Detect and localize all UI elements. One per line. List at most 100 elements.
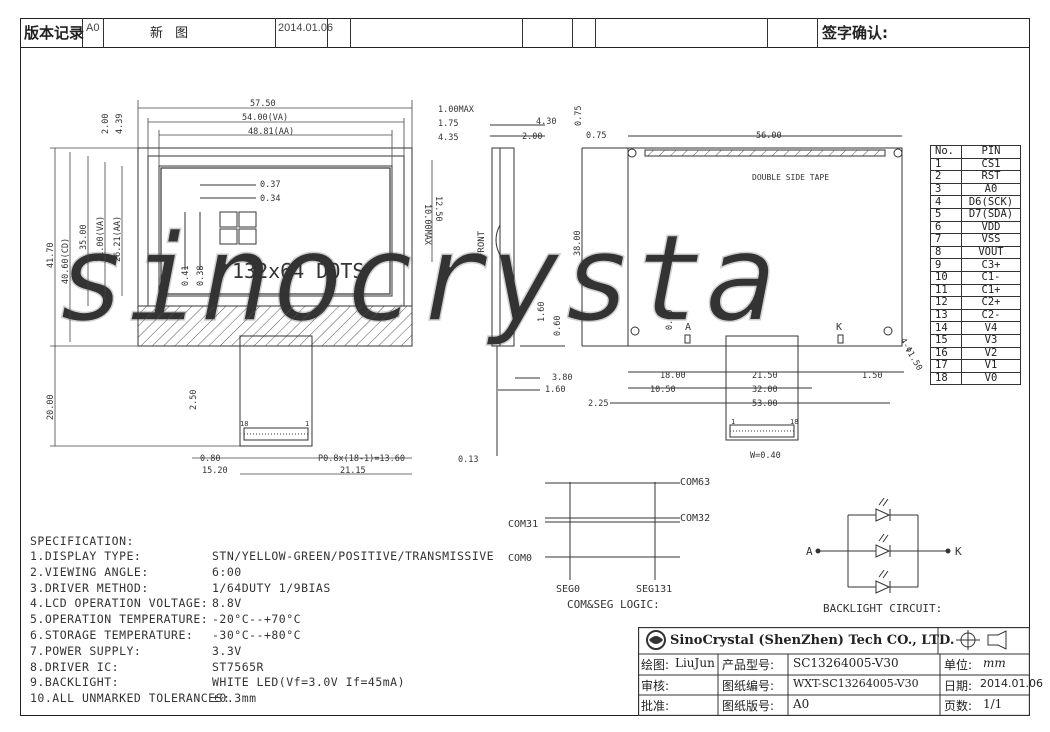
back-dim-0-75b: 0.75 — [586, 131, 606, 141]
back-dim-21-50: 21.50 — [752, 371, 778, 381]
pin-name: C1+ — [961, 283, 1021, 298]
side-dim-0-13: 0.13 — [458, 455, 478, 465]
pin-name: V0 — [961, 371, 1021, 386]
spec-value: -20°C--+70°C — [212, 612, 302, 627]
spec-label: 7.POWER SUPPLY: — [30, 643, 142, 658]
side-front-label: FRONT — [477, 230, 487, 258]
back-fpc-pin-1: 1 — [731, 418, 735, 426]
spec-value: ±0.3mm — [212, 691, 257, 706]
spec-label: 1.DISPLAY TYPE: — [30, 549, 142, 563]
marker-anode: A — [685, 322, 691, 333]
spec-label: 3.DRIVER METHOD: — [30, 580, 149, 595]
dim-57-50: 57.50 — [250, 99, 276, 109]
dim-0-34: 0.34 — [260, 194, 280, 204]
spec-value: 6:00 — [212, 564, 242, 579]
pin-name: C2+ — [961, 296, 1021, 310]
marker-cathode: K — [836, 322, 842, 333]
spec-value: WHITE LED(Vf=3.0V If=45mA) — [212, 675, 406, 690]
pin-number: 1 — [930, 157, 962, 172]
pin-number: 17 — [930, 359, 962, 373]
back-dim-56: 56.00 — [756, 131, 782, 141]
spec-value: ST7565R — [212, 659, 264, 674]
pin-name-header: PIN — [961, 145, 1021, 159]
dim-1-max: 1.00MAX — [438, 105, 475, 115]
back-dim-0-75a: 0.75 — [574, 106, 584, 126]
label-com32: COM32 — [680, 513, 710, 524]
double-side-tape-label: DOUBLE SIDE TAPE — [752, 173, 829, 182]
drawing-frame — [20, 18, 1030, 716]
spec-label: 10.ALL UNMARKED TOLERANCES: — [30, 691, 231, 706]
revision-header — [20, 18, 1030, 48]
spec-label: 5.OPERATION TEMPERATURE: — [30, 612, 209, 627]
revision-description: 新 图 — [150, 26, 193, 41]
dim-21-15: 21.15 — [340, 466, 366, 476]
back-dim-32: 32.00 — [752, 385, 778, 395]
label-com31: COM31 — [508, 519, 538, 530]
backlight-anode: A — [806, 545, 813, 558]
dim-pitch: P0.8x(18-1)=13.60 — [318, 454, 405, 464]
pin-number: 5 — [930, 207, 962, 222]
revision-label: 版本记录 — [24, 24, 85, 42]
pin-table-header: No. PIN — [930, 145, 1021, 159]
pin-number: 7 — [930, 233, 962, 247]
label-com0: COM0 — [508, 553, 532, 564]
backlight-title: BACKLIGHT CIRCUIT: — [823, 602, 942, 615]
pin-name: V1 — [961, 359, 1021, 373]
spec-label: 4.LCD OPERATION VOLTAGE: — [30, 596, 209, 611]
unit-label: 单位: — [944, 658, 973, 672]
drawing-no-value: WXT-SC13264005-V30 — [793, 677, 919, 690]
pin-no-header: No. — [930, 145, 962, 159]
drawn-by-label: 绘图: — [641, 658, 670, 672]
label-com63: COM63 — [680, 477, 710, 488]
pin-number: 16 — [930, 346, 962, 361]
model-value: SC13264005-V30 — [793, 656, 899, 670]
model-label: 产品型号: — [722, 658, 775, 672]
pin-number: 18 — [930, 371, 962, 386]
pin-number: 15 — [930, 333, 962, 348]
label-seg0: SEG0 — [556, 584, 580, 595]
backlight-cathode: K — [955, 545, 962, 558]
unit-value: mm — [983, 656, 1006, 670]
back-hole-dim: 4-Φ1.50 — [897, 337, 924, 373]
side-dim-2-00: 2.00 — [522, 132, 542, 142]
dim-0-41: 0.41 — [181, 266, 191, 286]
dim-0-80: 0.80 — [200, 454, 220, 464]
pages-value: 1/1 — [983, 697, 1003, 711]
pin-number: 2 — [930, 170, 962, 184]
back-dim-1-50: 1.50 — [862, 371, 882, 381]
spec-value: STN/YELLOW-GREEN/POSITIVE/TRANSMISSIVE — [212, 549, 495, 563]
backlight-circuit — [815, 497, 951, 594]
dim-15-20: 15.20 — [202, 466, 228, 476]
pin-number: 6 — [930, 220, 962, 235]
drawn-by-value: LiuJun — [675, 656, 715, 670]
side-dim-3-80: 3.80 — [552, 373, 572, 383]
dim-26-aa: 26.21(AA) — [113, 216, 123, 262]
pin-name: C3+ — [961, 258, 1021, 272]
dim-40-60-cd: 40.60(CD) — [61, 238, 71, 284]
drawing-no-label: 图纸编号: — [722, 679, 775, 693]
dim-48-aa: 48.81(AA) — [248, 127, 294, 137]
pin-name: V4 — [961, 321, 1021, 335]
pin-number: 14 — [930, 321, 962, 335]
back-view — [581, 135, 904, 441]
side-dim-1-60b: 1.60 — [545, 385, 565, 395]
side-dim-1-60: 1.60 — [537, 302, 547, 322]
side-view — [490, 124, 565, 456]
back-dim-10-50: 10.50 — [650, 385, 676, 395]
com-seg-title: COM&SEG LOGIC: — [567, 598, 660, 611]
fpc-pin-18: 18 — [240, 420, 248, 428]
spec-value: 8.8V — [212, 596, 242, 611]
